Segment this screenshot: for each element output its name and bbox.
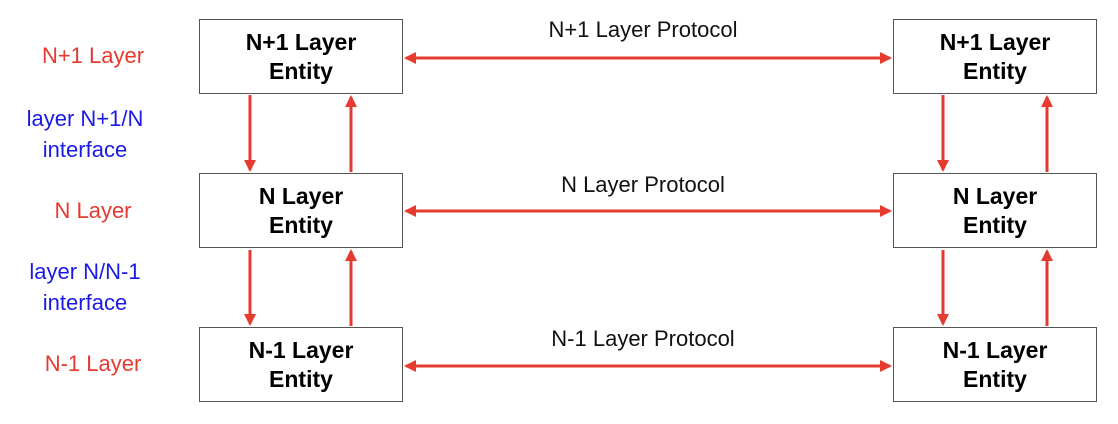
- right-n-minus-1-entity-box: N-1 Layer Entity: [893, 327, 1097, 402]
- n-minus-1-layer-label: N-1 Layer: [44, 351, 142, 376]
- n-plus-1-protocol-label: N+1 Layer Protocol: [548, 17, 738, 42]
- left-n-entity-box: N Layer Entity: [199, 173, 403, 248]
- n-layer-label: N Layer: [54, 198, 132, 223]
- right-n-entity-box: N Layer Entity: [893, 173, 1097, 248]
- n-minus-1-protocol-label: N-1 Layer Protocol: [551, 326, 735, 351]
- left-n-plus-1-entity-box: N+1 Layer Entity: [199, 19, 403, 94]
- n-plus-1-interface-label: layer N+1/N interface: [26, 106, 144, 162]
- left-n-minus-1-entity-box: N-1 Layer Entity: [199, 327, 403, 402]
- n-minus-1-interface-label: layer N/N-1 interface: [29, 259, 141, 315]
- n-protocol-label: N Layer Protocol: [561, 172, 725, 197]
- right-n-plus-1-entity-box: N+1 Layer Entity: [893, 19, 1097, 94]
- n-plus-1-layer-label: N+1 Layer: [41, 43, 145, 68]
